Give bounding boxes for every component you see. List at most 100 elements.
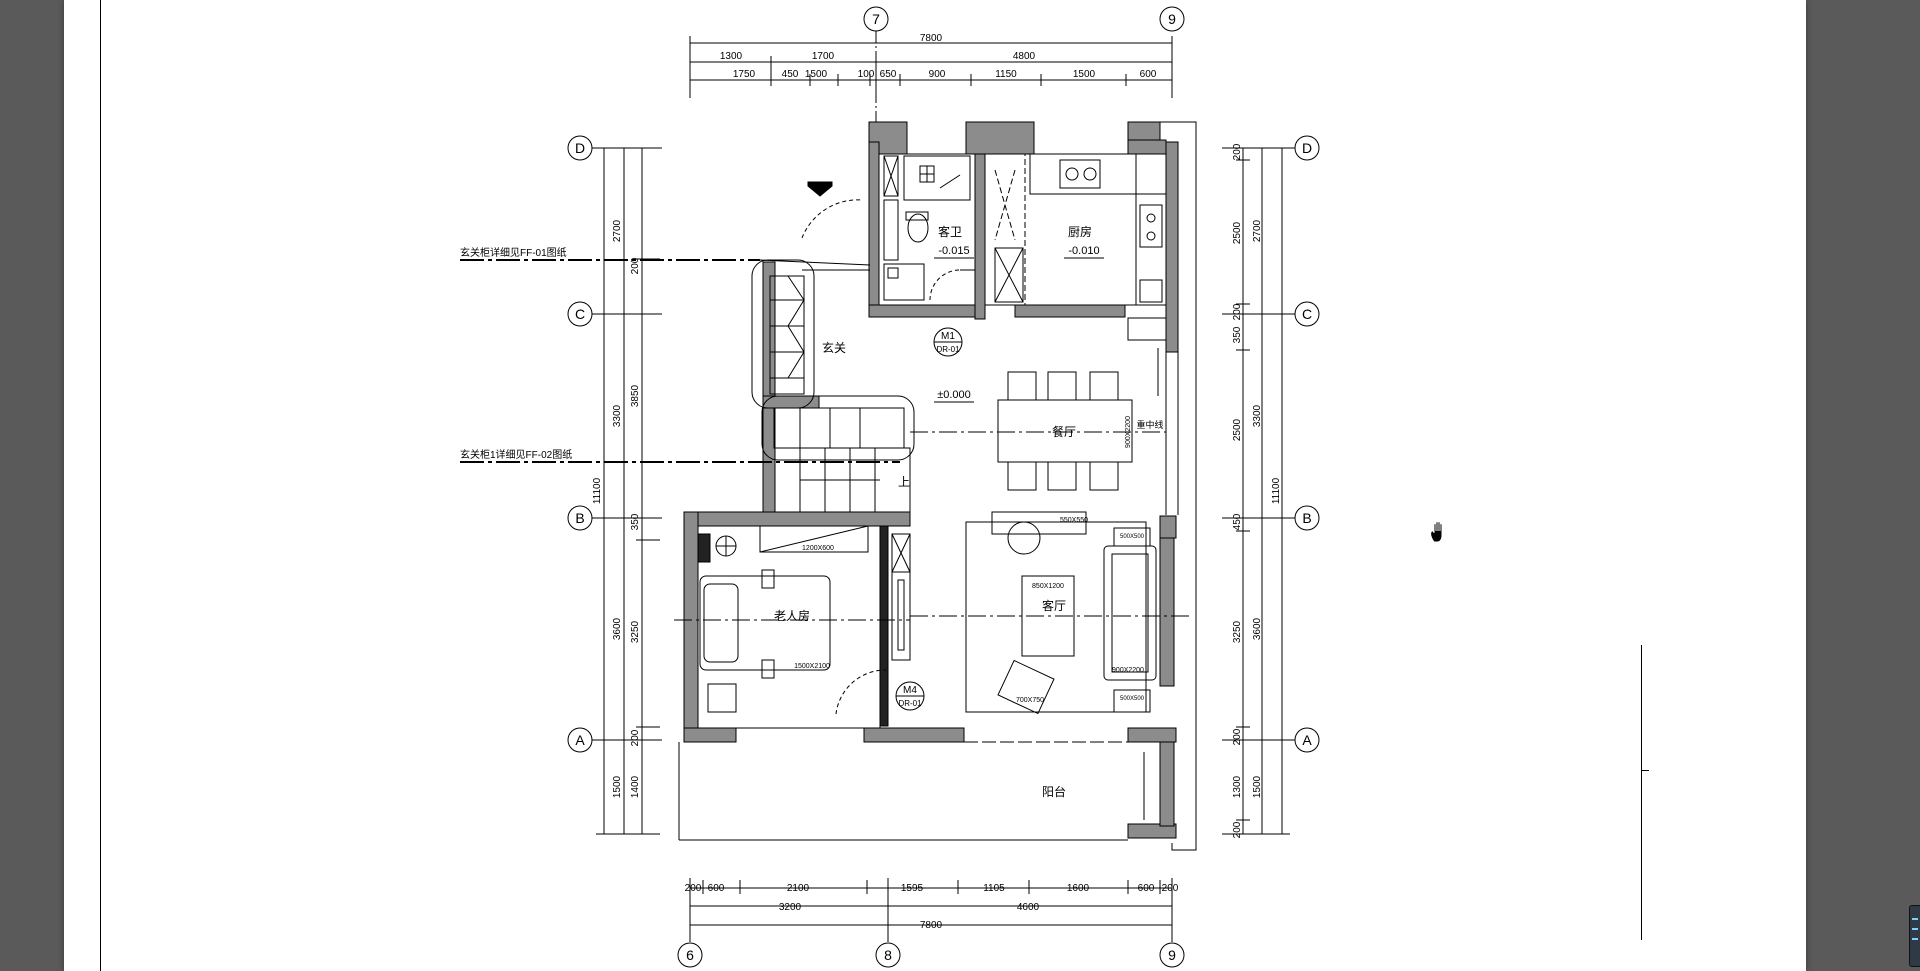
guest-bath-fixtures: 客卫 -0.015 bbox=[878, 153, 976, 306]
top-dim-detail-2: 450 bbox=[782, 69, 799, 80]
svg-text:A: A bbox=[1302, 732, 1312, 748]
top-dim-detail-6: 900 bbox=[929, 69, 946, 80]
grid-bubble-left-D: D bbox=[567, 135, 662, 161]
entry-arrow-icon bbox=[807, 181, 833, 197]
stairs-up-label: 上 bbox=[898, 475, 910, 489]
bottom-dim-detail-1: 200 bbox=[685, 883, 702, 894]
bottom-dim-mid-2: 4600 bbox=[1017, 902, 1040, 913]
door-tag-m4: M4 DR-01 bbox=[895, 681, 925, 711]
left-dim-mid-3: 3600 bbox=[612, 617, 623, 640]
svg-text:B: B bbox=[1302, 510, 1311, 526]
svg-text:DR-01: DR-01 bbox=[936, 345, 960, 354]
bottom-dim-detail-3: 2100 bbox=[787, 883, 810, 894]
grid-bubble-bottom-8: 8 bbox=[875, 942, 901, 968]
door-tag-m1: M1 DR-01 bbox=[933, 327, 963, 357]
top-dim-mid-2: 1700 bbox=[812, 51, 835, 62]
top-dim-detail-3: 1500 bbox=[805, 69, 828, 80]
foyer-label: 玄关 bbox=[822, 340, 846, 355]
grid-bubble-right-A: A bbox=[1222, 727, 1320, 753]
right-dim-detail-7: 3250 bbox=[1232, 620, 1243, 643]
slab-outline bbox=[678, 121, 1197, 851]
left-dim-detail-1: 200 bbox=[630, 257, 641, 274]
terrace-label: 阳台 bbox=[1042, 784, 1066, 799]
bottom-dim-total: 7800 bbox=[920, 920, 943, 931]
side-table-bottom-size: 500X500 bbox=[1120, 696, 1145, 702]
right-dim-mid-1: 2700 bbox=[1252, 219, 1263, 242]
svg-text:M1: M1 bbox=[941, 331, 955, 342]
top-dim-mid-3: 4800 bbox=[1013, 51, 1036, 62]
kitchen-fixtures: 厨房 -0.010 bbox=[984, 153, 1167, 306]
bottom-dim-detail-6: 1600 bbox=[1067, 883, 1090, 894]
title-block-tick bbox=[1641, 770, 1649, 771]
guest-bath-level: -0.015 bbox=[938, 245, 969, 257]
svg-text:B: B bbox=[575, 510, 584, 526]
bottom-dim-detail-4: 1595 bbox=[901, 883, 924, 894]
svg-text:C: C bbox=[1302, 306, 1312, 322]
stairs: 上 bbox=[774, 447, 911, 513]
left-dim-detail-2: 3850 bbox=[630, 384, 641, 407]
pan-hand-icon bbox=[1430, 521, 1443, 543]
top-dim-total: 7800 bbox=[920, 33, 943, 44]
left-dim-mid-4: 1500 bbox=[612, 775, 623, 798]
svg-text:8: 8 bbox=[884, 947, 892, 963]
coffee-table-size: 850X1200 bbox=[1032, 583, 1064, 590]
svg-text:A: A bbox=[575, 732, 585, 748]
left-dim-detail-3: 350 bbox=[630, 513, 641, 530]
living-label: 客厅 bbox=[1042, 598, 1066, 613]
entry-door-swing bbox=[801, 199, 863, 239]
right-dim-detail-10: 200 bbox=[1232, 821, 1243, 838]
left-dimension-chain: 11100 2700 3300 3600 1500 200 3850 350 3… bbox=[592, 147, 660, 835]
guest-room-label: 老人房 bbox=[774, 608, 810, 623]
kitchen-label: 厨房 bbox=[1068, 224, 1092, 239]
top-dim-detail-7: 1150 bbox=[995, 69, 1017, 80]
right-dim-mid-4: 1500 bbox=[1252, 775, 1263, 798]
bottom-dim-detail-5: 1105 bbox=[983, 883, 1005, 894]
grid-bubble-right-D: D bbox=[1222, 135, 1320, 161]
living-room: 550X550 850X1200 客厅 900X2200 500X500 500… bbox=[910, 511, 1190, 715]
document-page bbox=[64, 0, 1806, 971]
svg-text:M4: M4 bbox=[903, 685, 917, 696]
floor-level-label: ±0.000 bbox=[937, 389, 971, 401]
side-table-top-size: 500X500 bbox=[1120, 534, 1145, 540]
right-dimension-chain: 11100 2700 3300 3600 1500 200 2500 200 3… bbox=[1222, 143, 1290, 838]
right-dim-detail-8: 200 bbox=[1232, 728, 1243, 745]
top-dim-detail-4: 100 bbox=[858, 69, 875, 80]
grid-bubble-left-B: B bbox=[567, 505, 662, 531]
right-dim-detail-2: 2500 bbox=[1232, 221, 1243, 244]
fridge bbox=[1127, 317, 1167, 341]
svg-text:C: C bbox=[575, 306, 585, 322]
svg-text:D: D bbox=[1302, 140, 1312, 156]
bottom-dim-detail-2: 600 bbox=[708, 883, 725, 894]
bed-size: 1500X2100 bbox=[794, 663, 830, 670]
title-block-rule bbox=[1641, 645, 1642, 940]
grid-bubble-right-B: B bbox=[1222, 505, 1320, 531]
svg-text:D: D bbox=[575, 140, 585, 156]
top-dim-detail-9: 600 bbox=[1140, 69, 1157, 80]
grid-bubble-top-9: 9 bbox=[1159, 6, 1185, 32]
right-dim-detail-4: 350 bbox=[1232, 326, 1243, 343]
side-panel-toggle[interactable] bbox=[1909, 905, 1920, 967]
bottom-dimension-chain: 200 600 2100 1595 1105 1600 600 200 3200… bbox=[685, 878, 1179, 942]
left-dim-mid-2: 3300 bbox=[612, 404, 623, 427]
terrace: 阳台 bbox=[1042, 752, 1145, 820]
top-dim-detail-8: 1500 bbox=[1073, 69, 1096, 80]
right-dim-detail-5: 2500 bbox=[1232, 418, 1243, 441]
grid-bubble-right-C: C bbox=[1222, 301, 1320, 327]
left-dim-detail-4: 3250 bbox=[630, 620, 641, 643]
svg-text:9: 9 bbox=[1168, 947, 1176, 963]
top-dim-detail-5: 650 bbox=[880, 69, 897, 80]
grid-bubble-left-A: A bbox=[567, 727, 662, 753]
left-dim-detail-6: 1400 bbox=[630, 775, 641, 798]
right-dim-detail-9: 1300 bbox=[1232, 775, 1243, 798]
svg-text:9: 9 bbox=[1168, 11, 1176, 27]
grid-bubble-top-7: 7 bbox=[863, 6, 889, 130]
dining-set: 餐厅 900X2200 重中线 ±0.000 bbox=[910, 348, 1166, 491]
svg-text:7: 7 bbox=[872, 11, 880, 27]
right-dim-detail-6: 450 bbox=[1232, 513, 1243, 530]
top-dimension-chain: 7800 1300 1700 4800 1750 450 1500 100 65… bbox=[689, 33, 1173, 98]
right-dim-detail-1: 200 bbox=[1232, 143, 1243, 160]
guest-room: 1200X600 老人房 1500X2100 bbox=[674, 525, 911, 729]
floor-plan-drawing: 7800 1300 1700 4800 1750 450 1500 100 65… bbox=[460, 6, 1320, 968]
right-dim-mid-2: 3300 bbox=[1252, 404, 1263, 427]
